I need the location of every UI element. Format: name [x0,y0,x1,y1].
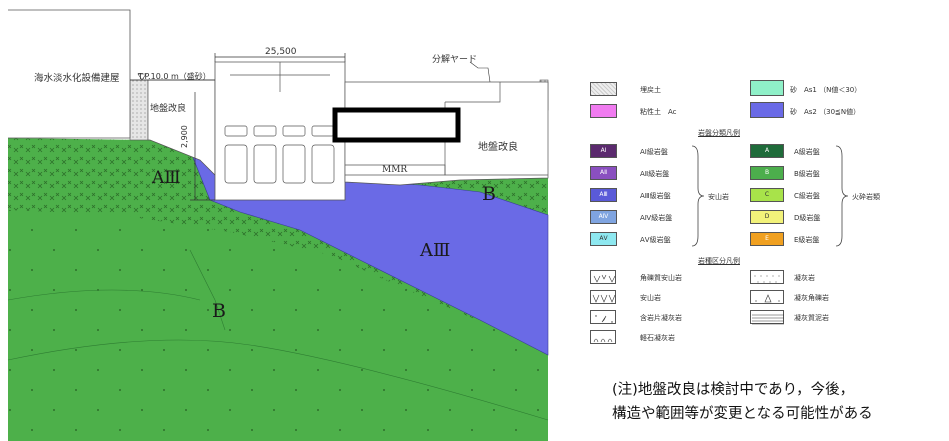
tp-marker [137,73,147,81]
note-line-1: (注)地盤改良は検討中であり，今後， [612,382,855,398]
a1-swatch: AⅠ [590,144,617,158]
yard-label: 分解ヤード [432,55,478,65]
tp-label: T.P.10.0 m（盛砂） [138,72,211,81]
breccia-andesite-pattern [590,270,616,284]
andesite-type-label: 安山岩 [640,294,661,302]
note-line-2: 構造や範囲等が変更となる可能性がある [612,406,873,422]
rock-type-header: 岩種区分凡例 [698,257,740,265]
a3-label: AⅢ級岩盤 [640,192,671,200]
sand2-label: 砂 As2 （30≦N値） [790,108,861,116]
a2-swatch: AⅡ [590,166,617,180]
d-label: D級岩盤 [794,214,821,222]
a4-label: AⅣ級岩盤 [640,214,673,222]
height-dimension-line [190,92,215,201]
lower-green-layer [8,210,548,441]
layer-boundary [7,339,549,421]
pumice-tuff-label: 軽石凝灰岩 [640,334,675,342]
a-label: A級岩盤 [794,148,820,156]
c-label: C級岩盤 [794,192,820,200]
e-label: E級岩盤 [794,236,820,244]
structure-outline [214,61,346,201]
a3-swatch: AⅢ [590,188,617,202]
b-label: B級岩盤 [794,170,820,178]
highlight-box [332,107,461,143]
rock-a3-label-right: AⅢ [420,240,451,261]
andesite-pattern [590,290,616,304]
sand1-label: 砂 As1 （N値＜30） [790,86,862,94]
building-label: 海水淡水化設備建屋 [34,73,120,84]
yard-leader [469,61,491,83]
rock-b-label-right: B [482,183,496,205]
a1-label: AⅠ級岩盤 [640,148,668,156]
a2-label: AⅡ級岩盤 [640,170,670,178]
tuff-breccia-pattern [750,290,784,304]
e-swatch: E [750,232,784,246]
layer-boundary [189,249,226,331]
legend: 埋戻土 粘性土 Ac 砂 As1 （N値＜30） 砂 As2 （30≦N値） 岩… [590,78,945,378]
volcanic-bracket [835,145,849,247]
tuffaceous-mudstone-pattern [750,310,784,325]
a5-label: AⅤ級岩盤 [640,236,671,244]
soil-improvement-right-label: 地盤改良 [478,142,518,153]
tuffaceous-mudstone-label: 凝灰質泥岩 [794,314,829,322]
tuff-label: 凝灰岩 [794,274,815,282]
fill-soil [129,79,149,141]
note: (注)地盤改良は検討中であり，今後， 構造や範囲等が変更となる可能性がある [612,378,873,426]
width-dimension: 25,500 [265,47,297,57]
tuff-breccia-label: 凝灰角礫岩 [794,294,829,302]
b-swatch: B [750,166,784,180]
layer-boundary [7,289,201,301]
breccia-andesite-label: 角礫質安山岩 [640,274,682,282]
d-swatch: D [750,210,784,224]
fill-soil-label: 埋戻土 [640,86,661,94]
width-dimension-line [214,53,346,62]
andesite-group-label: 安山岩 [708,193,729,201]
structure-roof [230,62,330,92]
mmr-label: MMR [382,165,408,175]
lithic-tuff-label: 含岩片凝灰岩 [640,314,682,322]
clay-label: 粘性土 Ac [640,108,677,116]
a-swatch: A [750,144,784,158]
andesite-bracket [691,145,705,247]
a5-swatch: AⅤ [590,232,617,246]
clay-swatch [590,104,617,118]
height-dimension: 2,900 [180,125,189,148]
tuff-pattern [750,270,784,284]
geological-section [7,9,549,441]
pumice-tuff-pattern [590,330,616,344]
existing-building [8,9,131,139]
sand2-swatch [750,102,784,118]
c-swatch: C [750,188,784,202]
lithic-tuff-pattern [590,310,616,324]
structure-cells [224,125,335,184]
a4-swatch: AⅣ [590,210,617,224]
rock-a3-label-left: AⅢ [152,168,181,188]
soil-improvement-left-label: 地盤改良 [150,104,187,114]
rock-class-header: 岩盤分類凡例 [698,129,740,137]
rock-b-label-lower: B [212,300,226,322]
sand1-swatch [750,80,784,96]
fill-soil-swatch [590,82,617,96]
volcanic-group-label: 火砕岩類 [852,193,880,201]
